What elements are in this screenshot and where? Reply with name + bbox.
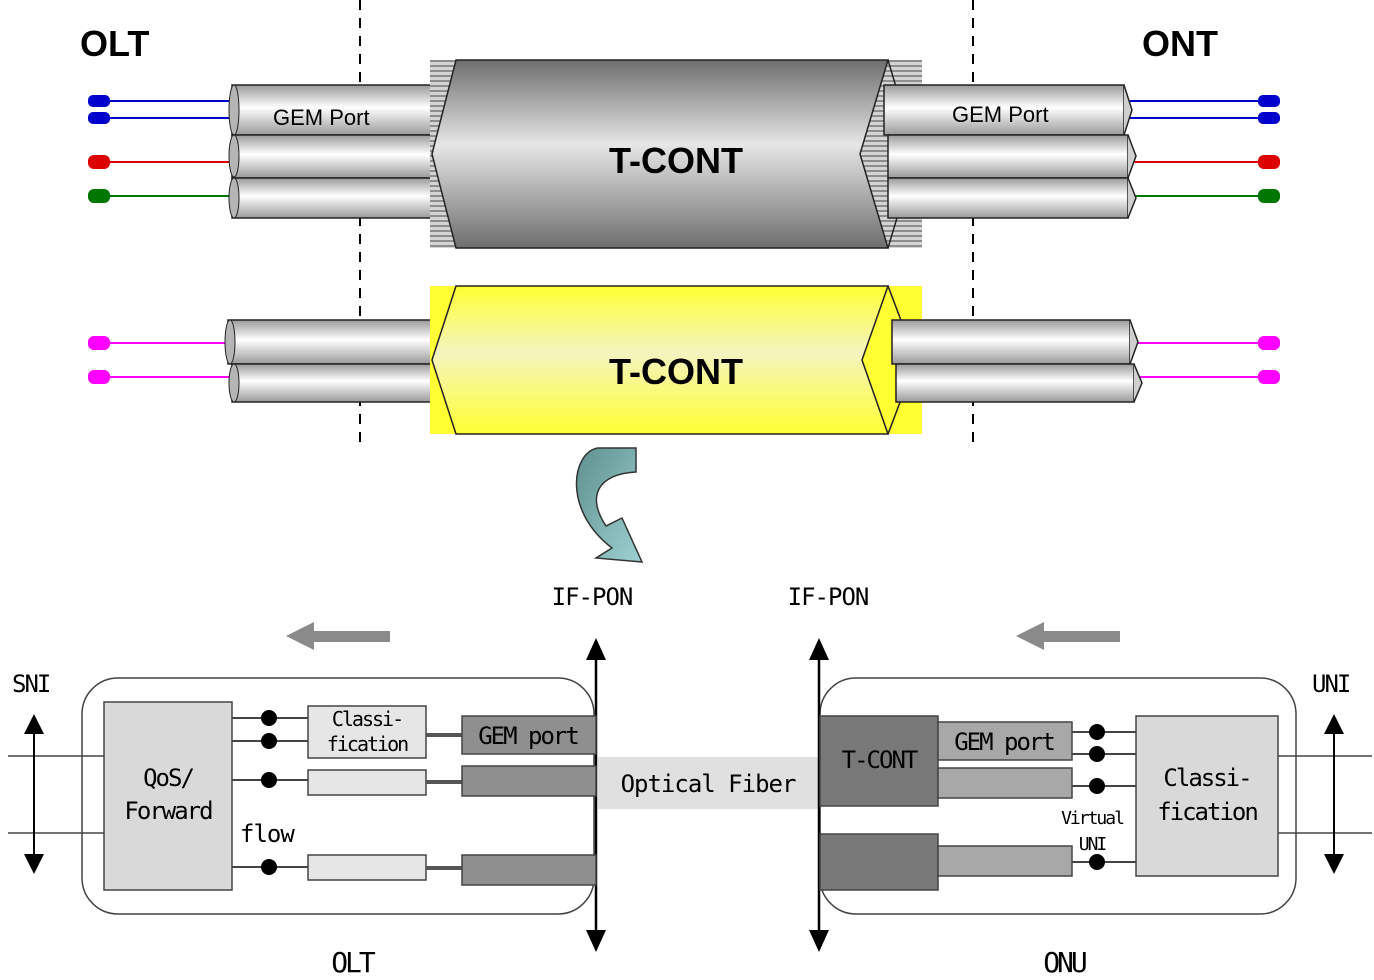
qos-label: QoS/	[143, 764, 193, 792]
curved-arrow-icon	[575, 447, 644, 563]
upper-gem-tubes-left	[228, 84, 438, 219]
onu-bottom-label: ONU	[1043, 946, 1086, 979]
direction-arrow-left-icon	[286, 622, 390, 650]
optical-fiber-band	[598, 757, 820, 809]
ont-title: ONT	[1142, 23, 1218, 64]
lower-service-lines	[88, 336, 1280, 384]
flow-label: flow	[240, 820, 295, 848]
upper-gem-tubes-right	[883, 84, 1137, 219]
olt-title: OLT	[80, 23, 149, 64]
tcont-box-onu-2	[819, 833, 939, 891]
tcont-onu-label: T-CONT	[842, 746, 918, 774]
gem-port-box-olt-2	[461, 765, 597, 797]
uni-label: UNI	[1312, 670, 1350, 698]
upper-service-lines-right	[1130, 95, 1280, 203]
sni-label: SNI	[12, 670, 50, 698]
sni-double-arrow-icon	[24, 714, 44, 874]
tcont-box-onu	[819, 715, 939, 807]
onu-flow-dots	[1089, 724, 1105, 870]
gem-port-box-olt-3	[461, 854, 597, 886]
if-pon-right-double-arrow-icon	[809, 638, 829, 952]
upper-service-lines-left	[88, 95, 232, 203]
tcont-upper	[430, 59, 922, 249]
lower-gem-tubes-right	[891, 319, 1143, 403]
if-pon-right-label: IF-PON	[788, 583, 869, 611]
gem-port-box-olt	[461, 715, 597, 755]
classification-olt-line2: fication	[327, 732, 408, 756]
tcont-lower-label: T-CONT	[609, 351, 743, 392]
olt-flow-box-2	[307, 769, 427, 796]
optical-fiber-label: Optical Fiber	[621, 770, 796, 798]
gem-port-label-right: GEM Port	[952, 102, 1049, 127]
gem-port-label-left: GEM Port	[273, 105, 370, 130]
qos-forward-box	[103, 701, 233, 891]
gem-port-box-onu-2	[937, 767, 1073, 799]
direction-arrow-right-icon	[1016, 622, 1120, 650]
classification-onu-line1: Classi-	[1163, 764, 1250, 792]
gem-port-onu-label: GEM port	[954, 728, 1054, 756]
if-pon-left-label: IF-PON	[552, 583, 633, 611]
tcont-upper-label: T-CONT	[609, 140, 743, 181]
virtual-uni-line2: UNI	[1079, 834, 1107, 855]
uni-double-arrow-icon	[1324, 714, 1344, 874]
tcont-lower	[430, 285, 922, 435]
classification-olt-line1: Classi-	[332, 707, 402, 731]
gem-port-box-onu-3	[937, 845, 1073, 877]
forward-label: Forward	[124, 797, 212, 825]
olt-flow-dots	[261, 710, 277, 875]
classification-box-olt	[307, 705, 427, 759]
gem-port-olt-label: GEM port	[478, 722, 578, 750]
olt-flow-box-3	[307, 854, 427, 881]
classification-box-onu	[1135, 715, 1279, 877]
virtual-uni-line1: Virtual	[1061, 808, 1124, 829]
olt-thick-connectors	[426, 733, 462, 870]
lower-gem-tubes-left	[224, 319, 439, 403]
classification-onu-line2: fication	[1157, 798, 1257, 826]
gem-port-box-onu	[937, 721, 1073, 761]
olt-bottom-label: OLT	[331, 946, 376, 979]
